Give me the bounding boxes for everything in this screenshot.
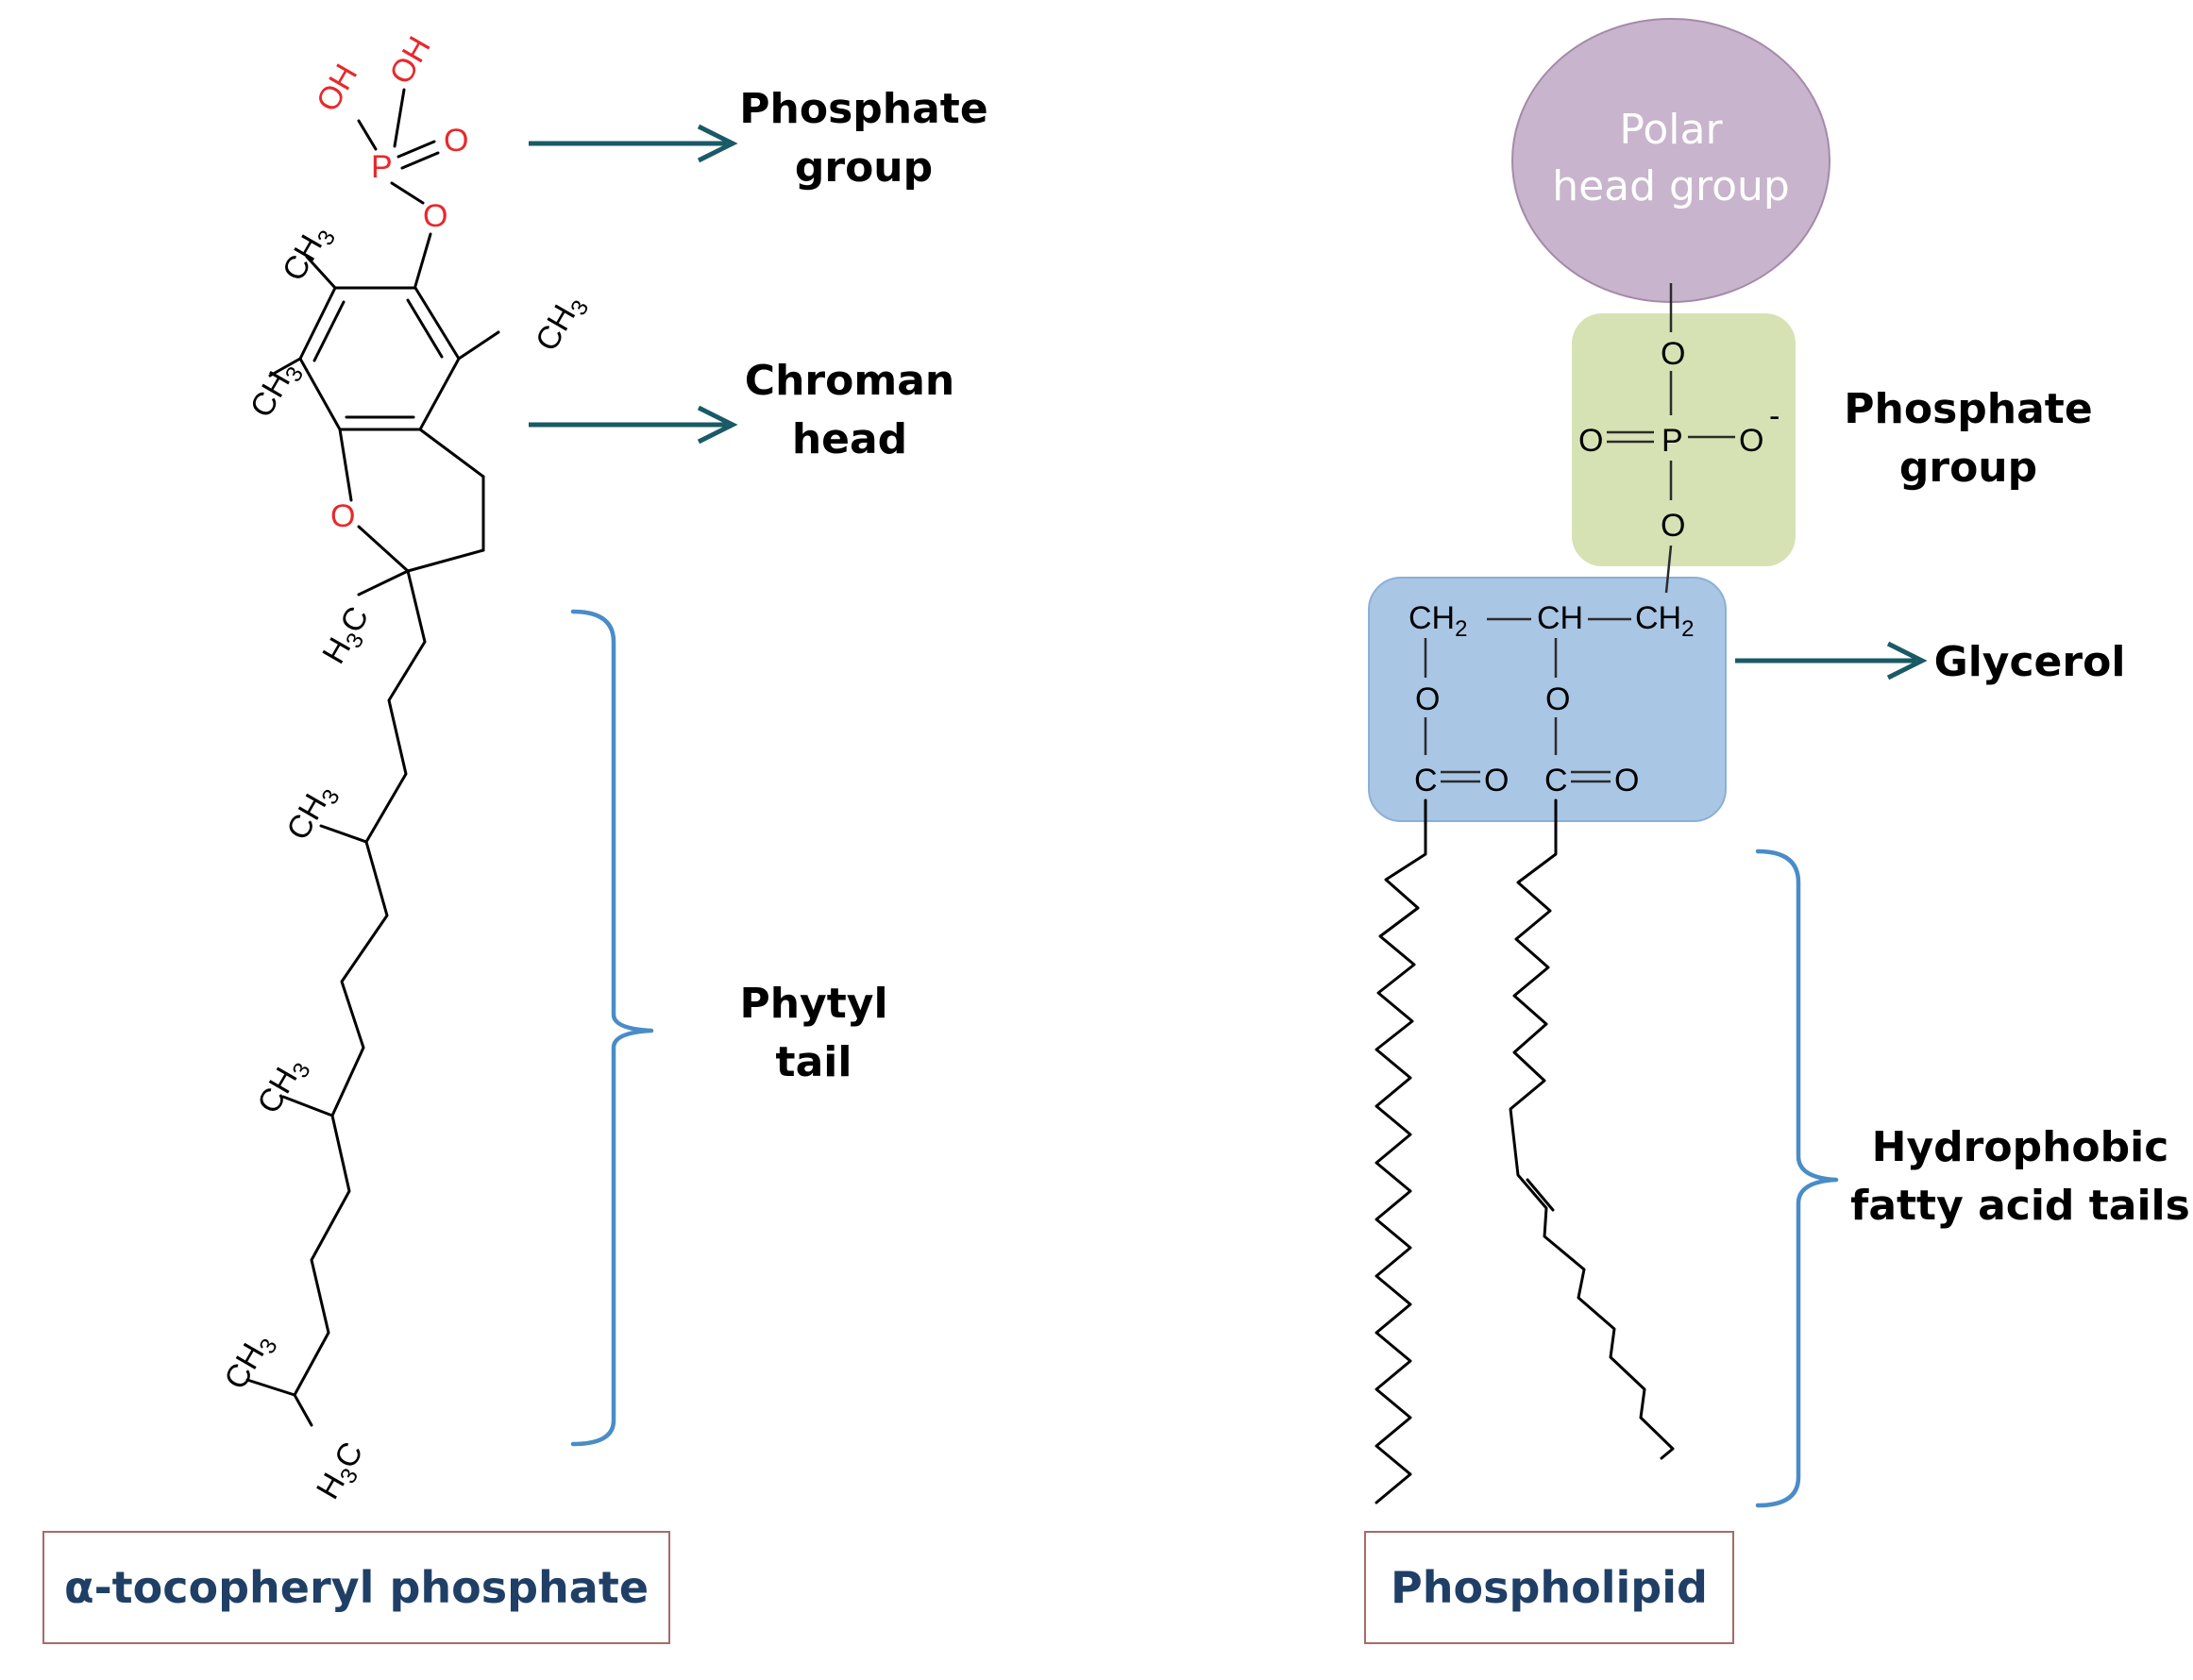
methyl-label-4: H3C: [315, 601, 380, 673]
polar-head-label-line1: Polar: [1619, 106, 1723, 154]
polar-head-group-ellipse: [1511, 18, 1830, 303]
ph-phosphorus: P: [1662, 423, 1683, 459]
carbonyl-oxygen-left: O: [1484, 763, 1509, 798]
saturated-fatty-acid-tail: [1375, 798, 1427, 1504]
methyl-label-2: CH3: [529, 288, 594, 360]
glycerol-ch2-left: CH2: [1409, 600, 1467, 642]
glycerol-label: Glycerol: [1934, 638, 2126, 686]
glycerol-box: [1368, 577, 1727, 822]
tails-label-line1: Hydrophobic: [1872, 1123, 2169, 1171]
glycerol-structure: CH2 CH CH2 O C O O C O: [1409, 600, 1694, 798]
phytyl-brace: [570, 609, 654, 1447]
hydroxyl-1: OH: [310, 59, 364, 118]
methyl-label-6: CH3: [250, 1050, 315, 1122]
phytyl-chain: [293, 569, 427, 1397]
ph-oxygen-right: O: [1739, 423, 1763, 459]
phosphate-arrowhead: [697, 124, 738, 163]
glycerol-oxygen-left: O: [1415, 681, 1440, 717]
left-arrows: [529, 124, 738, 445]
phytyl-label-line2: tail: [776, 1038, 852, 1086]
cis-double-bond: [1526, 1178, 1555, 1212]
methyl-label-8: H3C: [310, 1436, 375, 1508]
glycerol-ch-middle: CH: [1537, 600, 1583, 636]
left-phosphate-bonds: [357, 88, 440, 288]
phospholipid-title: Phospholipid: [1391, 1562, 1708, 1613]
chroman-ring: [298, 286, 485, 573]
fatty-acid-brace: [1755, 848, 1839, 1508]
carbonyl-oxygen-right: O: [1614, 763, 1639, 798]
ester-oxygen: O: [423, 198, 447, 234]
left-phosphate-label-line2: group: [795, 143, 933, 192]
chroman-label-line1: Chroman: [745, 357, 954, 405]
ph-oxygen-top: O: [1661, 336, 1685, 372]
carbonyl-carbon-right: C: [1544, 763, 1568, 798]
left-phosphate-label-line1: Phosphate: [739, 85, 987, 133]
ph-oxygen-bottom: O: [1661, 508, 1685, 544]
phosphorus-atom: P: [371, 149, 393, 185]
left-phosphate-atoms: OH OH P O O: [310, 30, 469, 234]
glycerol-arrowhead: [1886, 641, 1928, 680]
glycerol-ch2-right: CH2: [1635, 600, 1694, 642]
tocopheryl-title: α-tocopheryl phosphate: [63, 1562, 649, 1613]
carbonyl-carbon-left: C: [1414, 763, 1438, 798]
methyl-label-3: CH3: [244, 355, 309, 427]
methyl-label-1: CH3: [276, 218, 341, 290]
right-phosphate-structure: O P O O - O: [1578, 283, 1780, 594]
ring-methyls: CH3 CH3 CH3 H3C: [244, 218, 595, 673]
tocopheryl-structure: OH OH P O O: [217, 30, 595, 1508]
phosphoryl-oxygen: O: [444, 123, 468, 159]
chroman-arrowhead: [697, 405, 738, 445]
hydroxyl-2: OH: [382, 30, 437, 90]
phytyl-label-line1: Phytyl: [739, 980, 887, 1028]
glycerol-oxygen-right: O: [1545, 681, 1570, 717]
ph-oxygen-left: O: [1578, 423, 1603, 459]
right-phosphate-label-line1: Phosphate: [1844, 385, 2092, 433]
ring-oxygen: O: [330, 498, 355, 534]
chain-methyls: CH3 CH3 CH3 H3C: [217, 777, 375, 1508]
phosphate-box: [1572, 313, 1796, 566]
ph-negative-charge: -: [1769, 398, 1780, 434]
methyl-label-5: CH3: [279, 777, 345, 848]
unsaturated-fatty-acid-tail: [1509, 798, 1675, 1460]
polar-head-label-line2: head group: [1552, 162, 1790, 210]
tocopheryl-title-box: α-tocopheryl phosphate: [42, 1531, 670, 1644]
tails-label-line2: fatty acid tails: [1850, 1182, 2190, 1230]
chroman-label-line2: head: [792, 415, 907, 463]
right-phosphate-label-line2: group: [1899, 444, 2037, 492]
phospholipid-title-box: Phospholipid: [1364, 1531, 1734, 1644]
